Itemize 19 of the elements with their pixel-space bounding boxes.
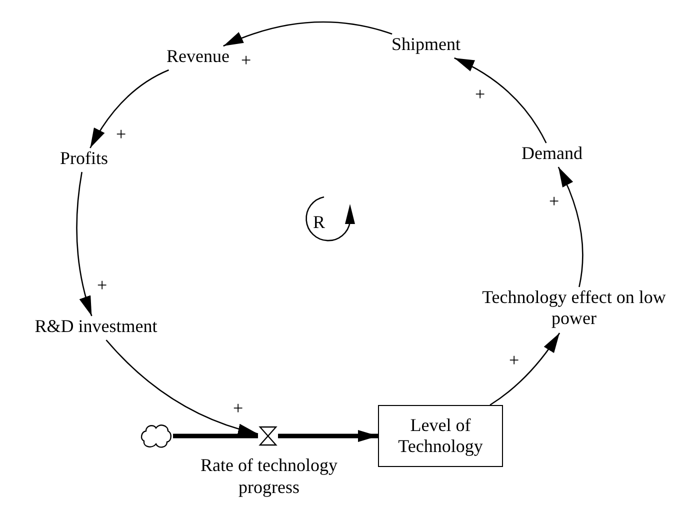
- arrow: [454, 57, 547, 144]
- variable-label: Revenue: [166, 46, 230, 67]
- variable-label: Technology effect on low power: [481, 287, 667, 329]
- flow-pipe: [173, 434, 258, 438]
- arrow: [76, 172, 92, 316]
- arrow: [223, 21, 392, 47]
- arrow: [490, 332, 560, 406]
- arrow: [558, 166, 584, 288]
- variable-label: Shipment: [390, 34, 462, 55]
- variable-label: Demand: [520, 143, 584, 164]
- arrow: [90, 69, 170, 148]
- variable-label: Profits: [58, 148, 109, 169]
- variable-label: Rate of technology progress: [200, 454, 338, 498]
- variable-label: Level of Technology: [397, 415, 484, 457]
- variable-label: R&D investment: [34, 316, 158, 337]
- loop-label: R: [312, 214, 326, 230]
- flow-pipe: [278, 430, 378, 442]
- arrow: [106, 340, 258, 435]
- stock-box: [378, 405, 503, 467]
